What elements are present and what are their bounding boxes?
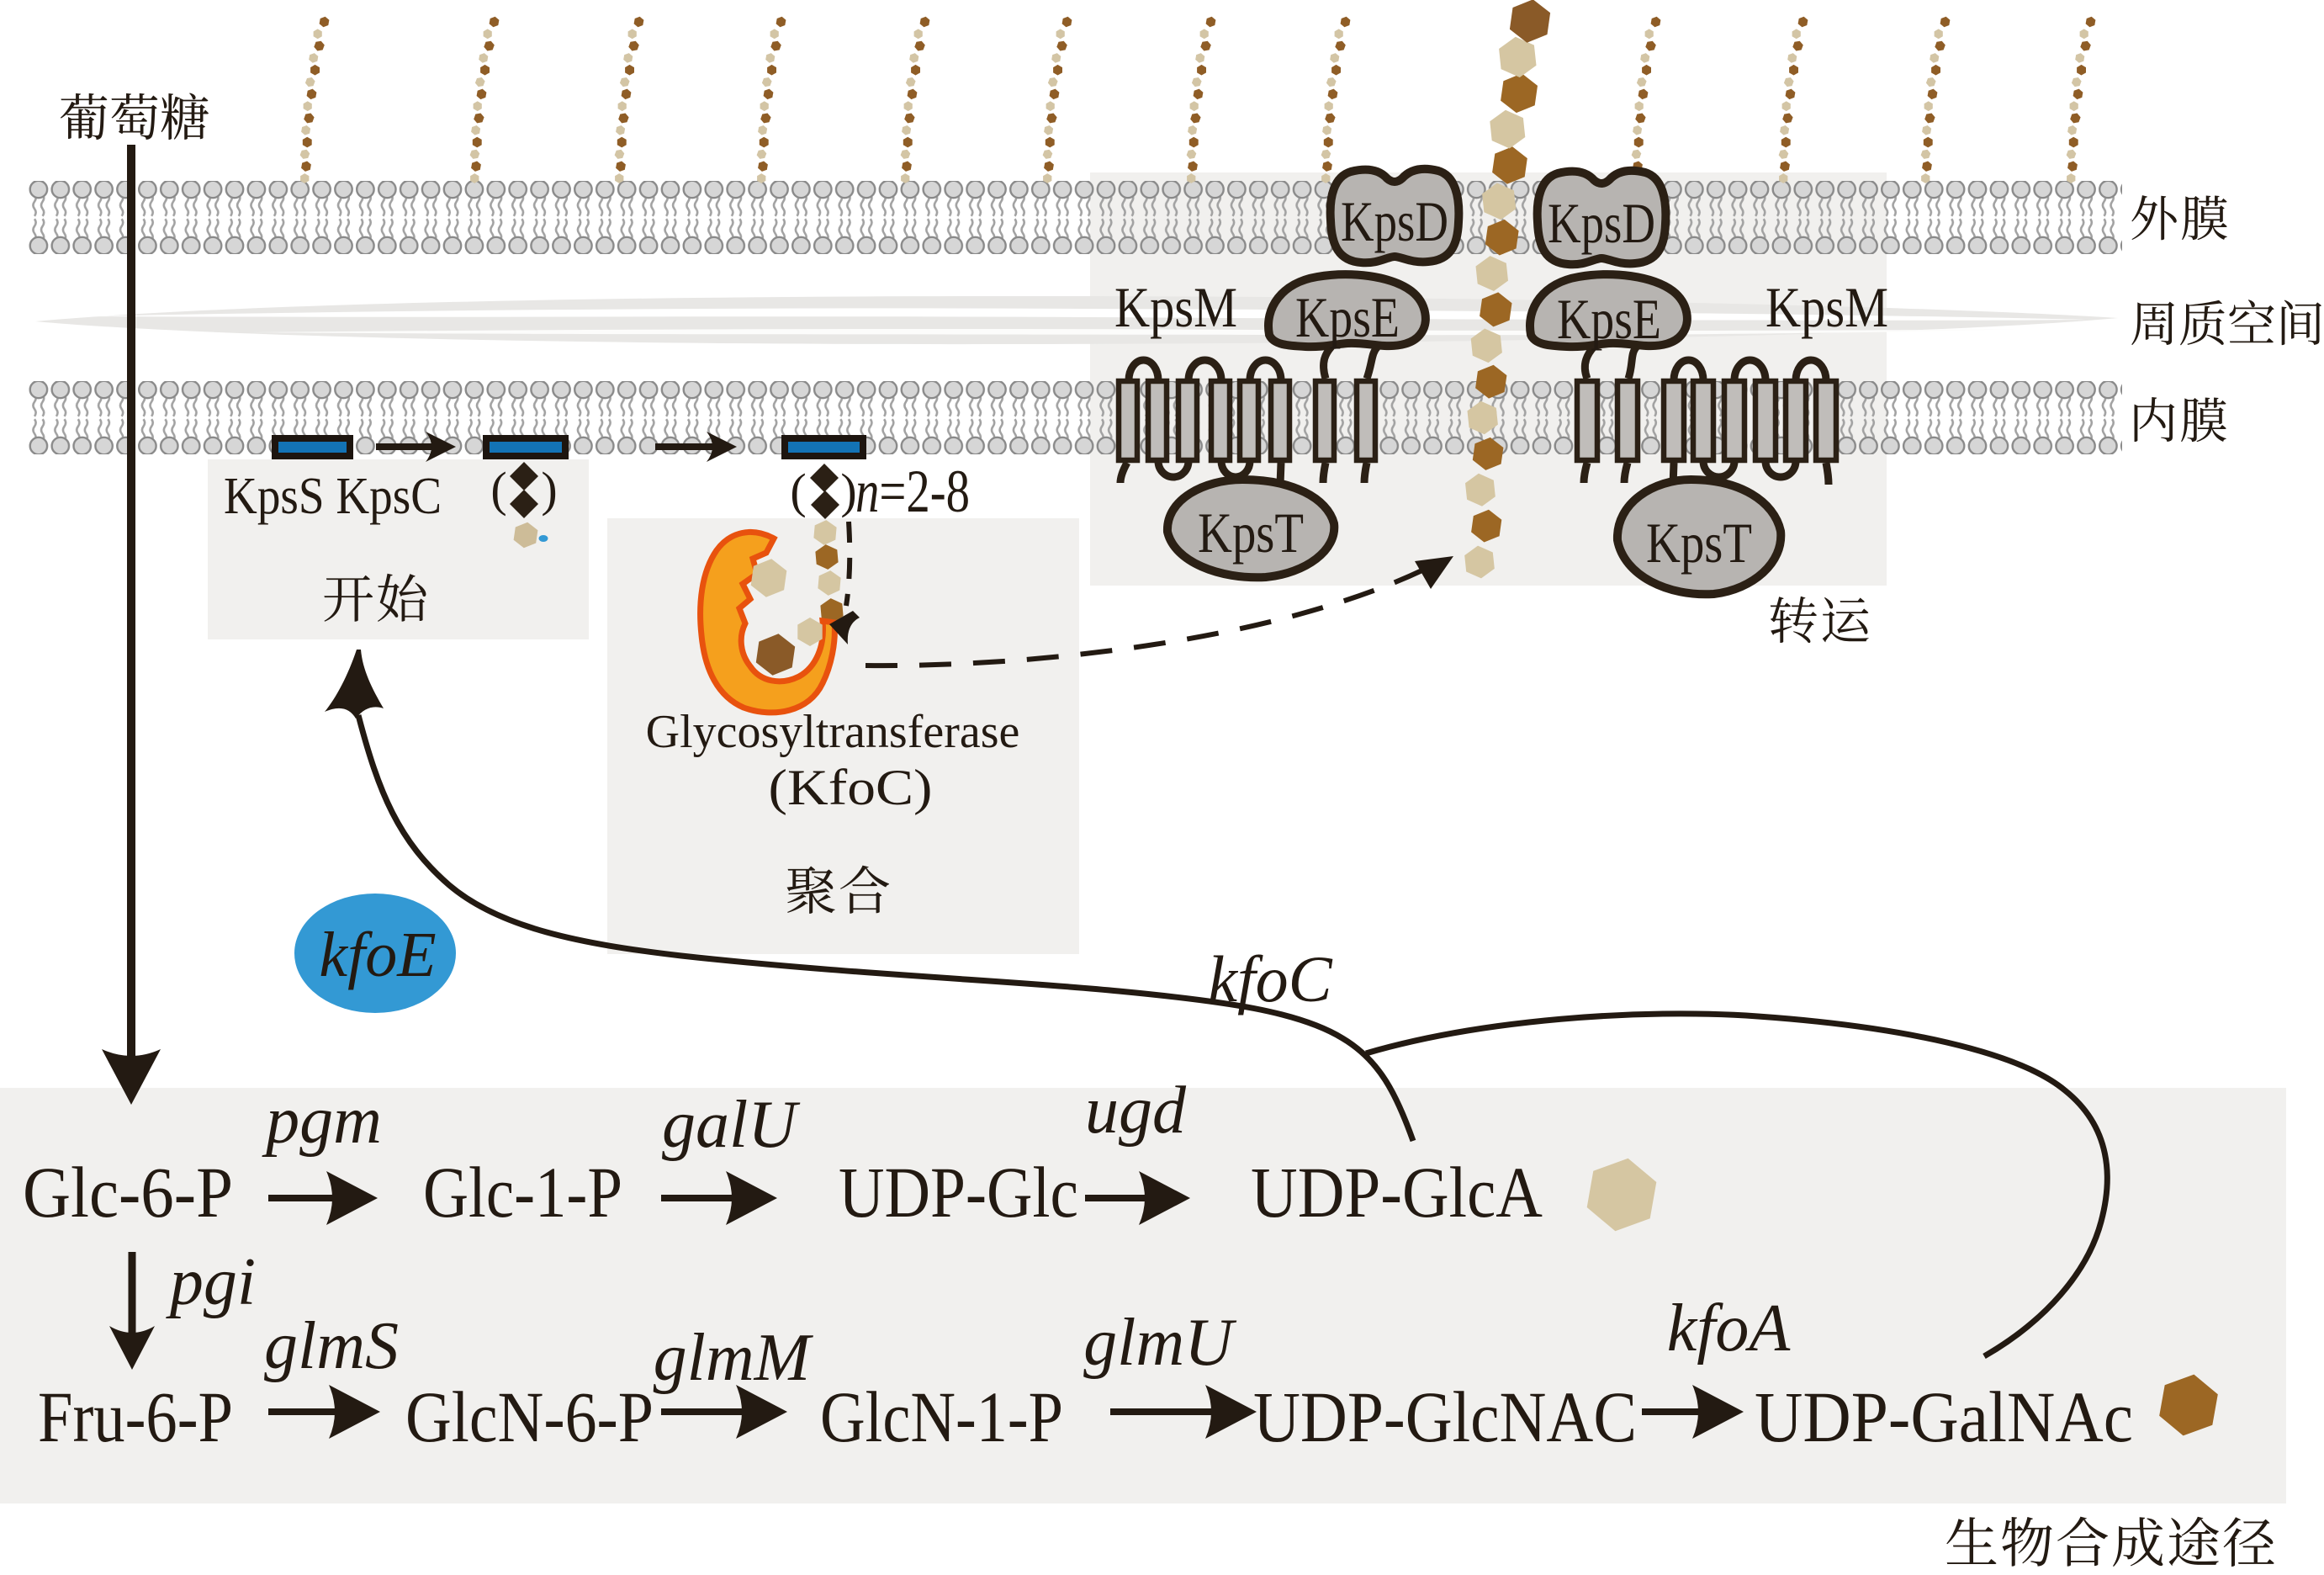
svg-text:UDP-GlcA: UDP-GlcA bbox=[1251, 1152, 1543, 1233]
svg-text:pgi: pgi bbox=[166, 1245, 256, 1319]
svg-text:KpsE: KpsE bbox=[1557, 287, 1661, 351]
svg-text:KpsD: KpsD bbox=[1341, 189, 1448, 253]
svg-text:glmM: glmM bbox=[654, 1321, 814, 1395]
svg-text:n=2-8: n=2-8 bbox=[855, 458, 970, 525]
svg-text:GlcN-1-P: GlcN-1-P bbox=[820, 1376, 1063, 1457]
svg-text:KpsD: KpsD bbox=[1548, 191, 1655, 255]
svg-text:KpsM: KpsM bbox=[1114, 275, 1237, 339]
svg-text:kfoE: kfoE bbox=[319, 920, 436, 990]
svg-text:galU: galU bbox=[662, 1088, 801, 1162]
svg-text:UDP-Glc: UDP-Glc bbox=[839, 1152, 1078, 1233]
svg-text:Glycosyltransferase: Glycosyltransferase bbox=[646, 706, 1020, 758]
svg-text:UDP-GlcNAC: UDP-GlcNAC bbox=[1253, 1376, 1637, 1457]
svg-text:(: ( bbox=[790, 464, 806, 518]
svg-text:kfoA: kfoA bbox=[1667, 1291, 1792, 1366]
svg-text:(KfoC): (KfoC) bbox=[769, 760, 933, 815]
svg-text:GlcN-6-P: GlcN-6-P bbox=[405, 1376, 654, 1457]
svg-text:KpsT: KpsT bbox=[1646, 511, 1752, 575]
svg-text:kfoC: kfoC bbox=[1208, 942, 1332, 1016]
svg-text:KpsT: KpsT bbox=[1198, 501, 1304, 565]
svg-text:(: ( bbox=[490, 462, 506, 517]
svg-text:ugd: ugd bbox=[1085, 1074, 1187, 1148]
svg-text:): ) bbox=[541, 462, 557, 517]
svg-text:KpsM: KpsM bbox=[1765, 275, 1888, 339]
svg-text:glmS: glmS bbox=[264, 1309, 399, 1383]
svg-text:UDP-GalNAc: UDP-GalNAc bbox=[1755, 1376, 2133, 1457]
svg-text:): ) bbox=[840, 464, 856, 518]
svg-text:Fru-6-P: Fru-6-P bbox=[38, 1376, 233, 1457]
svg-text:pgm: pgm bbox=[262, 1084, 382, 1158]
svg-text:Glc-6-P: Glc-6-P bbox=[23, 1152, 233, 1233]
svg-text:KpsE: KpsE bbox=[1295, 285, 1400, 349]
svg-text:glmU: glmU bbox=[1083, 1306, 1237, 1380]
svg-text:Glc-1-P: Glc-1-P bbox=[423, 1152, 622, 1233]
svg-text:KpsS KpsC: KpsS KpsC bbox=[224, 468, 442, 525]
